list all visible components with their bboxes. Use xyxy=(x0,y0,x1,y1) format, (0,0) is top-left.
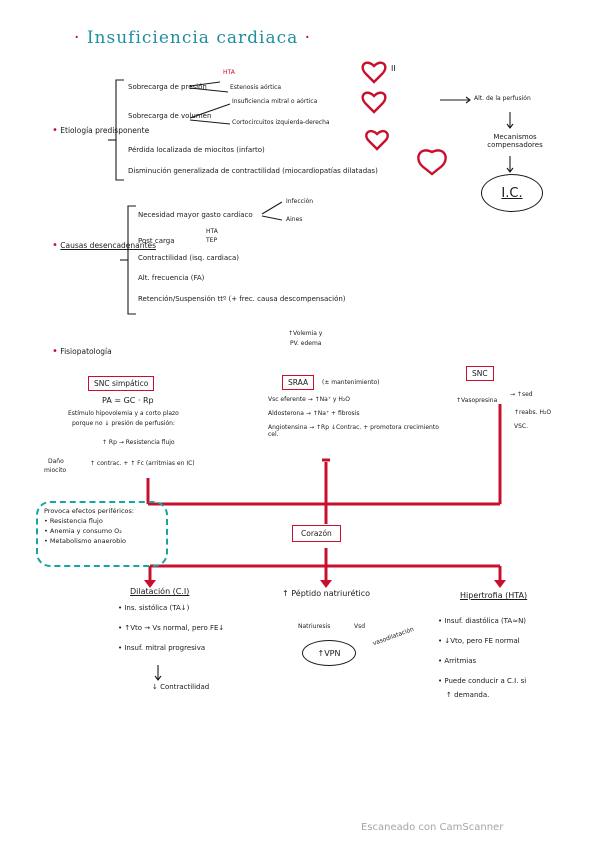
dilatacion-title: Dilatación (C.I) xyxy=(130,587,190,596)
snc-text: ↑ Rp → Resistencia flujo xyxy=(102,439,175,446)
alt-perfusion: Alt. de la perfusión xyxy=(474,95,531,102)
hipertrofia-item: • Puede conducir a C.I. si xyxy=(438,677,527,685)
snc-text: porque no ↓ presión de perfusión: xyxy=(72,420,175,427)
causa-item: Alt. frecuencia (FA) xyxy=(138,274,205,282)
dilatacion-item: • ↑Vto → Vs normal, pero FE↓ xyxy=(118,624,225,632)
heart-icon xyxy=(361,61,387,84)
dilatacion-item: • Insuf. mitral progresiva xyxy=(118,644,206,652)
dilatacion-item: ↓ Contractilidad xyxy=(152,683,210,691)
dano-label: miocito xyxy=(44,467,67,474)
snc-simpatico-box: SNC simpático xyxy=(88,376,155,391)
fisiopatologia-label: • Fisiopatología xyxy=(52,346,112,357)
etiologia-item: Disminución generalizada de contractilid… xyxy=(128,167,378,175)
volumen-sub: Cortocircuitos izquierda-derecha xyxy=(232,119,330,126)
hipertrofia-item: ↑ demanda. xyxy=(446,691,490,699)
efectos-list: Provoca efectos periféricos: • Resistenc… xyxy=(44,506,134,546)
gasto-sub: Infección xyxy=(286,198,314,205)
presion-sub: HTA xyxy=(223,69,235,76)
heart-icon xyxy=(365,129,389,151)
hipertrofia-title: Hipertrofia (HTA) xyxy=(460,591,528,600)
scanner-watermark: Escaneado con CamScanner xyxy=(361,822,504,833)
sraa-item: Vsc eferente → ↑Na⁺ y H₂O xyxy=(268,396,351,403)
vpn-oval: ↑VPN xyxy=(302,640,356,666)
snc-item: ↑Vasopresina xyxy=(456,397,498,404)
peptido-right: Vsd xyxy=(354,623,366,630)
efectos-item: • Resistencia flujo xyxy=(44,517,103,526)
etiologia-label: • Etiología predisponente xyxy=(52,125,150,136)
causa-item: Retención/Suspensión ttº (+ frec. causa … xyxy=(138,295,346,303)
sraa-box: SRAA xyxy=(282,375,315,390)
causa-item: Post carga xyxy=(138,237,175,245)
sraa-top: ↑Volemia y xyxy=(288,330,323,337)
hipertrofia-item: • Arritmias xyxy=(438,657,477,665)
causas-label: • Causas desencadenantes xyxy=(52,240,156,251)
heart-mark: II xyxy=(391,64,396,73)
hipertrofia-item: • ↓Vto, pero FE normal xyxy=(438,637,520,645)
peptido-left: Natriuresis xyxy=(298,623,331,630)
efectos-box xyxy=(36,501,168,567)
heart-icon xyxy=(361,91,387,114)
sraa-item: Aldosterona → ↑Na⁺ + fibrosis xyxy=(268,410,360,417)
snc-item: → ↑sed xyxy=(510,391,533,398)
gasto-sub: Aines xyxy=(286,216,303,223)
ic-circle: I.C. xyxy=(481,174,543,212)
etiologia-item: Pérdida localizada de miocitos (infarto) xyxy=(128,146,265,154)
postcarga-sub: HTA xyxy=(206,228,218,235)
heart-icon xyxy=(417,149,447,176)
causa-item: Necesidad mayor gasto cardiaco xyxy=(138,211,253,219)
peptido-title: ↑ Péptido natriurético xyxy=(282,589,371,598)
volumen-sub: Insuficiencia mitral o aórtica xyxy=(232,98,318,105)
efectos-item: • Anemia y consumo O₂ xyxy=(44,527,122,536)
snc-item: ↑reabs. H₂O xyxy=(514,409,552,416)
dano-label: Daño xyxy=(48,458,64,465)
presion-sub: Estenosis aórtica xyxy=(230,84,282,91)
etiologia-item: Sobrecarga de volumen xyxy=(128,112,212,120)
efectos-title: Provoca efectos periféricos: xyxy=(44,507,135,515)
postcarga-sub: TEP xyxy=(206,237,218,244)
snc-item: VSC. xyxy=(514,423,529,430)
mecanismos-compensadores: Mecanismos compensadores xyxy=(487,133,543,149)
snc-box: SNC xyxy=(466,366,494,381)
causa-item: Contractilidad (isq. cardiaca) xyxy=(138,254,240,262)
corazon-box: Corazón xyxy=(292,525,341,542)
sraa-item: Angiotensina → ↑Rp ↓Contrac. + promotora… xyxy=(268,424,439,438)
page-title: · Insuficiencia cardiaca · xyxy=(74,28,312,48)
dilatacion-item: • Ins. sistólica (TA↓) xyxy=(118,604,190,612)
hipertrofia-item: • Insuf. diastólica (TA≈N) xyxy=(438,617,527,625)
snc-text: Estímulo hipovolemia y a corto plazo xyxy=(68,410,179,417)
etiologia-item: Sobrecarga de presión xyxy=(128,83,207,91)
snc-text: ↑ contrac. + ↑ Fc (arritmias en IC) xyxy=(90,460,195,467)
sraa-note: (± mantenimiento) xyxy=(322,379,380,386)
pa-formula: PA = GC · Rp xyxy=(102,396,154,405)
sraa-top: PV. edema xyxy=(290,340,322,347)
efectos-item: • Metabolismo anaerobio xyxy=(44,537,127,546)
